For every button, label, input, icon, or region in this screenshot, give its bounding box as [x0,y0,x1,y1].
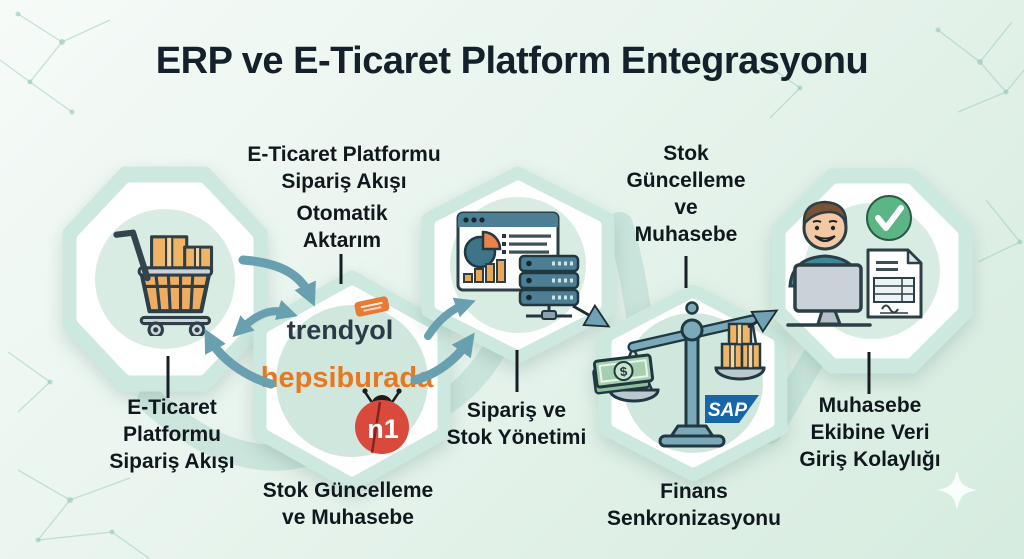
sparkle-icon [937,470,977,510]
label-stock-update-top: Stok Güncelleme ve Muhasebe [626,142,746,246]
node-platform-logos: trendyol hepsiburada n1 [252,270,452,492]
label-stock-update-bottom: Stok Güncelleme ve Muhasebe [262,479,434,529]
accountant-at-computer-icon [786,195,923,327]
n11-logo-text: n1 [367,414,399,444]
label-order-stock-mgmt: Sipariş ve Stok Yönetimi [446,399,587,449]
trendyol-logo-text: trendyol [287,315,394,345]
sap-logo: SAP [705,395,759,423]
label-finance-sync: Finans Senkronizasyonu [607,480,781,530]
node-accounting-user [770,166,974,376]
money-bills-icon: $ [592,353,655,395]
sap-logo-text: SAP [708,400,747,421]
node-ecommerce-cart [62,166,268,392]
hepsiburada-logo-text: hepsiburada [261,362,434,394]
label-easy-entry: Muhasebe Ekibine Veri Giriş Kolaylığı [799,394,941,471]
node-finance-scale: $ SAP [592,280,790,486]
checkmark-circle-icon [866,195,912,241]
label-auto-transfer: Otomatik Aktarım [296,202,388,252]
label-flow-top: E-Ticaret Platformu Sipariş Akışı [247,143,441,193]
platform-logos-group: trendyol hepsiburada n1 [261,296,434,454]
invoice-document-icon [866,248,923,319]
balance-scale-money-boxes-icon: $ SAP [592,301,766,448]
stock-boxes-icon [720,322,762,370]
monitor-icon [786,263,872,327]
erp-dashboard-servers-icon [456,211,580,320]
label-flow-bottom: E-Ticaret Platformu Sipariş Akışı [109,396,235,473]
dollar-symbol: $ [619,364,629,380]
shopping-cart-with-boxes-icon [113,229,214,336]
n11-ladybug-icon: n1 [355,388,409,454]
trendyol-badge-icon [354,296,390,317]
page-title: ERP ve E-Ticaret Platform Entegrasyonu [155,40,869,82]
